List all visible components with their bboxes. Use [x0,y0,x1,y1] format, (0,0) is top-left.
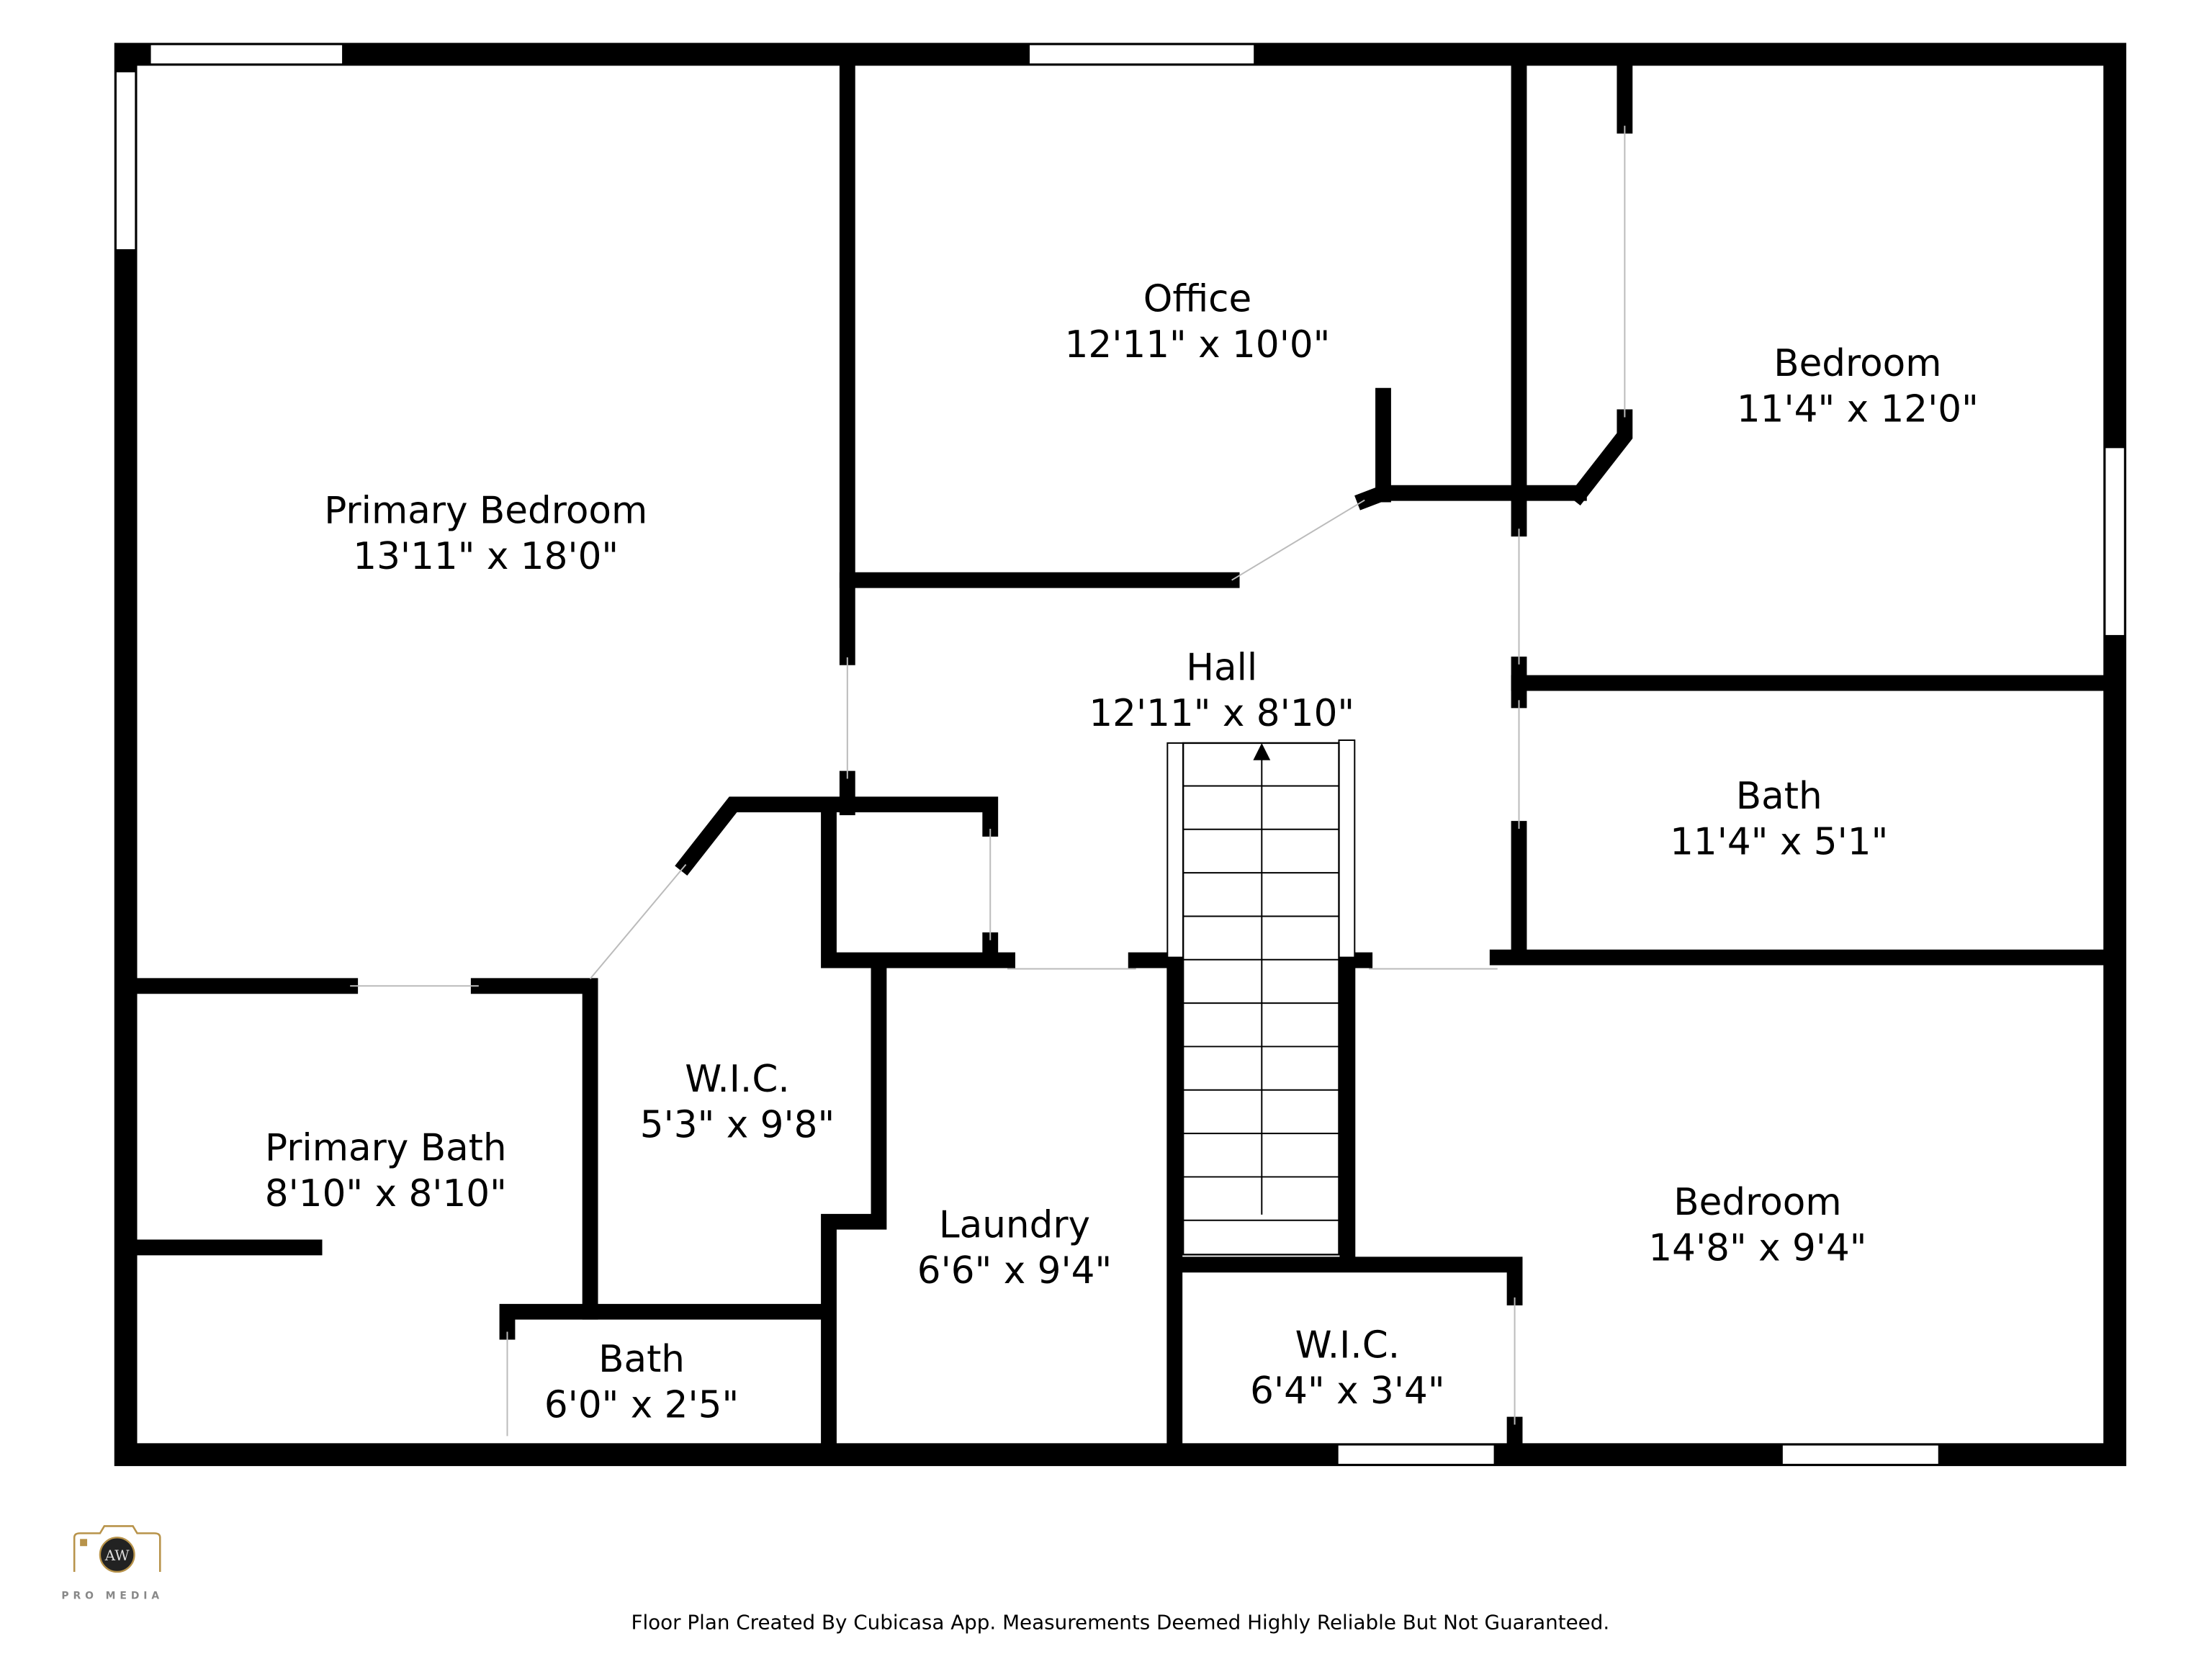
room-size: 6'6" x 9'4" [917,1249,1112,1292]
staircase [1166,739,1356,1256]
window [1336,1444,1496,1466]
room-name: W.I.C. [1295,1323,1401,1367]
room-size: 6'4" x 3'4" [1250,1370,1444,1413]
doors [350,125,1626,1437]
room-size: 5'3" x 9'8" [640,1104,835,1147]
stair-arrow-icon [1253,742,1271,760]
room-size: 12'11" x 10'0" [1065,323,1331,367]
room-name: W.I.C. [685,1058,790,1101]
window [114,71,137,251]
logo-initials: AW [104,1547,130,1564]
room-size: 11'4" x 12'0" [1737,387,1979,431]
room-name: Primary Bath [265,1126,507,1169]
footer-disclaimer: Floor Plan Created By Cubicasa App. Meas… [631,1610,1609,1634]
room-name: Bath [598,1338,685,1381]
room-size: 8'10" x 8'10" [265,1172,507,1215]
room-size: 13'11" x 18'0" [353,535,619,578]
room-size: 6'0" x 2'5" [544,1384,739,1427]
window [2103,446,2126,637]
wall [499,961,887,1463]
wall [1166,952,1523,1463]
room-name: Hall [1186,647,1257,690]
window [1781,1444,1941,1466]
windows [114,43,2126,1466]
wall [839,387,1587,588]
room-name: Bath [1736,775,1822,818]
wall [1568,46,1633,505]
room-name: Bedroom [1673,1181,1841,1224]
room-labels: Primary Bedroom 13'11" x 18'0" Office 12… [265,278,1979,1427]
room-name: Bedroom [1773,342,1941,385]
room-name: Laundry [939,1204,1090,1247]
room-name: Primary Bedroom [324,489,647,532]
window [149,43,344,66]
room-size: 14'8" x 9'4" [1648,1226,1866,1269]
room-size: 11'4" x 5'1" [1670,821,1888,864]
logo: AW PRO MEDIA [61,1525,163,1602]
room-size: 12'11" x 8'10" [1089,692,1354,735]
wall [1489,675,2123,966]
logo-text: PRO MEDIA [61,1591,163,1602]
wall [117,796,1015,1320]
room-name: Office [1143,278,1252,321]
window [1028,43,1256,66]
